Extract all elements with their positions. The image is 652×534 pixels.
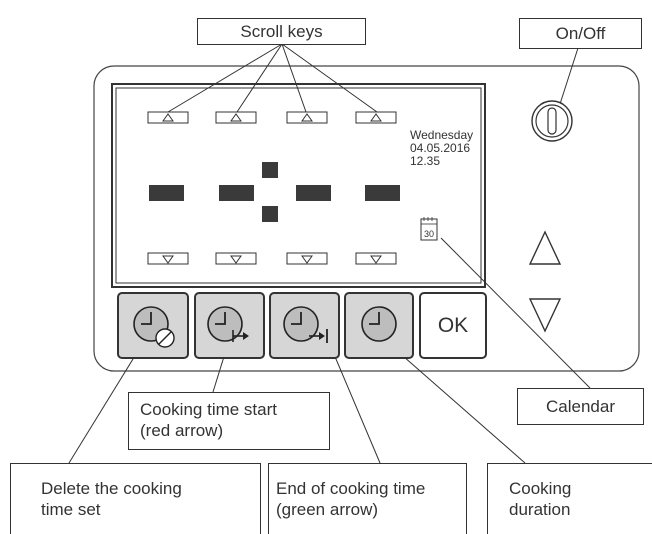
display-time: 12.35 <box>410 154 441 168</box>
end-line1: End of cooking time <box>276 479 426 498</box>
end-of-cooking-button[interactable] <box>269 292 340 359</box>
calendar-day-number: 30 <box>424 229 434 239</box>
cooking-duration-button[interactable] <box>344 292 414 359</box>
cooking-time-start-label: Cooking time start (red arrow) <box>128 392 330 450</box>
calendar-label: Calendar <box>517 388 644 425</box>
cooking-time-start-line2: (red arrow) <box>140 421 224 440</box>
calendar-icon: 30 <box>420 217 438 241</box>
cooking-time-start-line1: Cooking time start <box>140 400 277 419</box>
clock-end-icon <box>283 306 328 343</box>
clock-start-icon <box>207 306 249 342</box>
on-off-label: On/Off <box>519 18 642 49</box>
end-of-cooking-label: End of cooking time (green arrow) <box>268 463 467 534</box>
display-screen <box>111 83 486 288</box>
display-segments <box>149 162 400 222</box>
clock-delete-icon <box>133 306 175 348</box>
scroll-down-button[interactable] <box>528 297 562 333</box>
upper-scroll-keys <box>147 111 397 124</box>
clock-icon <box>361 306 397 342</box>
delete-cooking-time-label: Delete the cooking time set <box>10 463 261 534</box>
duration-line2: duration <box>509 500 571 519</box>
display-day: Wednesday <box>410 128 474 142</box>
ok-button-label: OK <box>437 313 469 337</box>
on-off-button[interactable] <box>531 100 573 142</box>
duration-line1: Cooking <box>509 479 572 498</box>
delete-line2: time set <box>41 500 101 519</box>
display-date: 04.05.2016 <box>410 141 471 155</box>
end-line2: (green arrow) <box>276 500 379 519</box>
cooking-duration-label: Cooking duration <box>487 463 652 534</box>
scroll-keys-leaders <box>167 43 579 113</box>
ok-button[interactable]: OK <box>419 292 487 359</box>
cooking-time-start-button[interactable] <box>194 292 265 359</box>
delete-line1: Delete the cooking <box>41 479 182 498</box>
lower-scroll-keys <box>147 252 397 265</box>
display-datetime: Wednesday 04.05.2016 12.35 <box>410 129 473 168</box>
scroll-up-button[interactable] <box>528 230 562 266</box>
scroll-keys-label: Scroll keys <box>197 18 366 45</box>
delete-cooking-time-button[interactable] <box>117 292 189 359</box>
